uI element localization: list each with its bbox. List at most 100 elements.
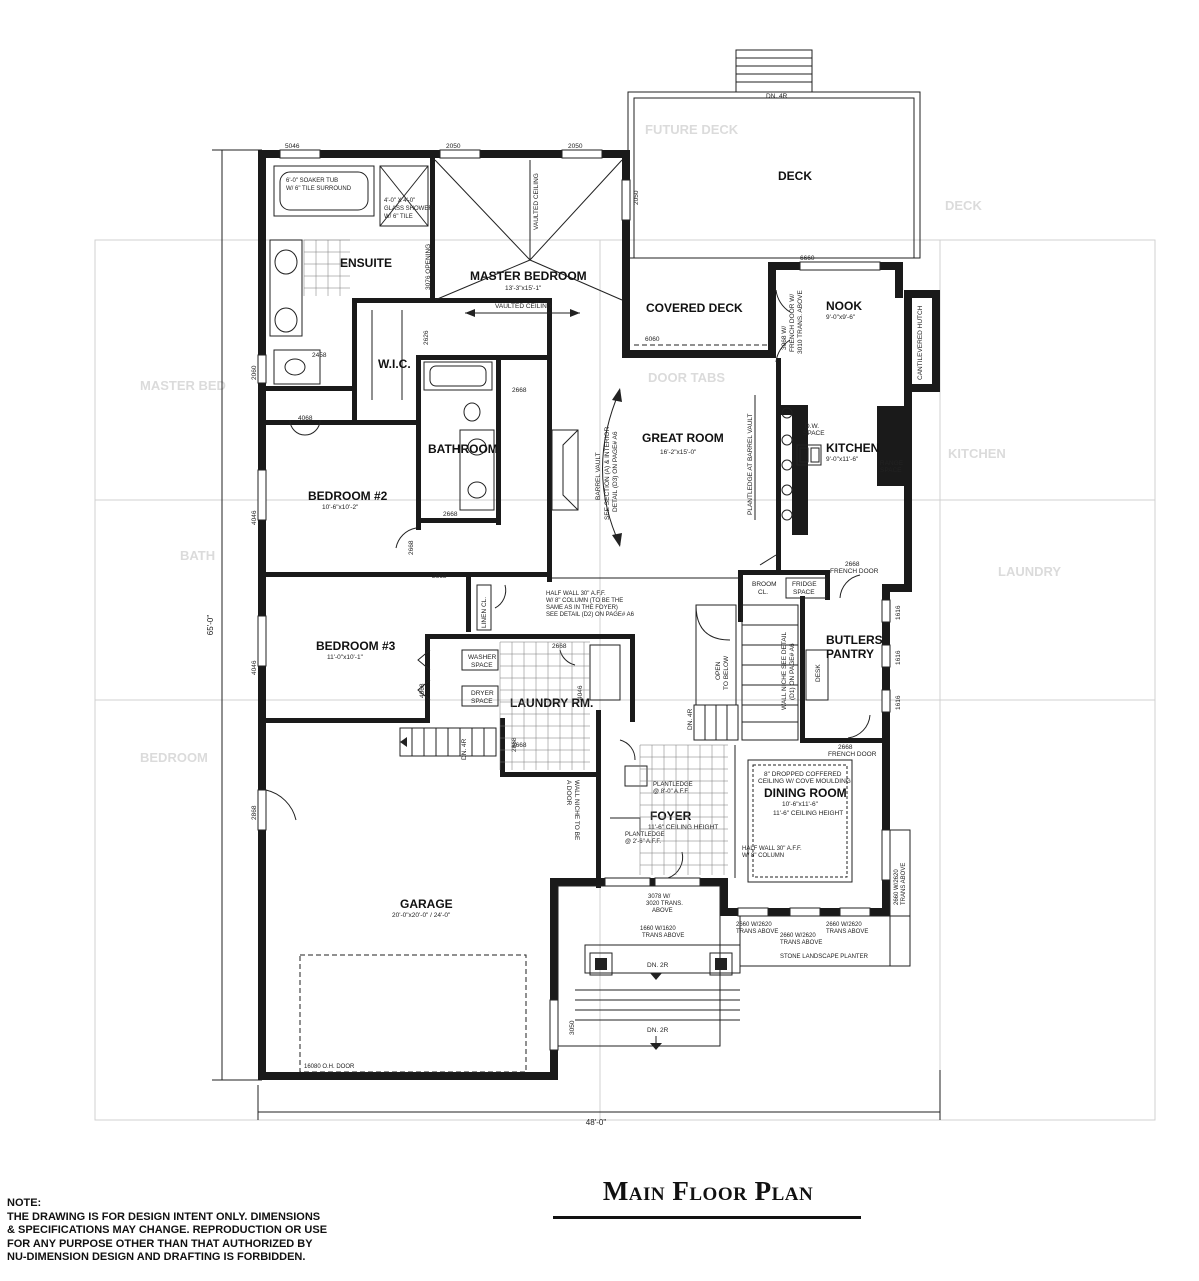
foyer-tile-grid — [639, 744, 728, 875]
window-2660-e: 2660 W/2620 — [826, 922, 862, 928]
title-underline — [553, 1216, 861, 1219]
ghost-laundry: LAUNDRY — [998, 564, 1061, 579]
laundry-label: LAUNDRY RM. — [510, 696, 593, 710]
washer-space-2: SPACE — [471, 662, 493, 669]
butlers-pantry: DESK BUTLERS PANTRY 1616 1616 1616 — [805, 574, 902, 739]
barrel-vault-2: SEE SECTION (A) & INTERIOR — [604, 427, 611, 520]
deck-area: DN. 4R DECK — [627, 49, 921, 259]
window-tag-4046b: 4046 — [251, 660, 258, 675]
plan-title: Main Floor Plan — [602, 1176, 814, 1206]
ghost-door-tabs: DOOR TABS — [648, 370, 725, 385]
range-space-2: SPACE — [880, 467, 902, 474]
half-wall-note-1: HALF WALL 30" A.F.F. — [546, 591, 606, 597]
dining-room: 8" DROPPED COFFERED CEILING W/ COVE MOUL… — [734, 744, 877, 883]
nook-label: NOOK — [826, 299, 862, 313]
dryer-space-2: SPACE — [471, 698, 493, 705]
ghost-future-deck: FUTURE DECK — [645, 122, 739, 137]
linen-closet: LINEN CL. — [481, 597, 488, 628]
plantledge-2b: @ 2'-6" A.F.F. — [625, 839, 661, 845]
master-bedroom-label: MASTER BEDROOM — [470, 269, 587, 283]
glass-shower-note-3: W/ 6" TILE — [384, 214, 413, 220]
interior-walls — [266, 158, 905, 888]
ghost-bedroom: BEDROOM — [140, 750, 208, 765]
cantilevered-hutch: CANTILEVERED HUTCH — [917, 305, 924, 380]
window-tag-2668f: 2668 — [512, 742, 527, 749]
half-wall-note-4: SEE DETAIL (D2) ON PAGE# A6 — [546, 612, 635, 618]
note-line-5: NU-DIMENSION DESIGN AND DRAFTING IS FORB… — [7, 1251, 306, 1263]
ghost-master-bed: MASTER BED — [140, 378, 226, 393]
porch-dn-b: DN. 2R — [647, 1027, 669, 1034]
porch-dn-a: DN. 2R — [647, 962, 669, 969]
ensuite-label: ENSUITE — [340, 256, 392, 270]
french-door-dining-1: 2668 — [838, 744, 853, 751]
plantledge-1: PLANTLEDGE — [653, 782, 693, 788]
disclaimer-note: NOTE: THE DRAWING IS FOR DESIGN INTENT O… — [7, 1197, 387, 1265]
plantledge-barrel: PLANTLEDGE AT BARREL VAULT — [747, 413, 754, 515]
window-tag-2868b: 2868 — [251, 805, 258, 820]
window-openings — [257, 149, 891, 1051]
dryer-space-1: DRYER — [471, 690, 494, 697]
half-wall-note-2: W/ 8" COLUMN (TO BE THE — [546, 598, 623, 604]
soaker-tub-note-1: 6'-0" SOAKER TUB — [286, 178, 338, 184]
fridge-space-2: SPACE — [793, 589, 815, 596]
window-tag-2060: 2060 — [251, 365, 258, 380]
front-porch: DN. 2R DN. 2R STONE LANDSCAPE PLANTER 16… — [512, 742, 911, 1050]
half-wall-note-3: SAME AS IN THE FOYER) — [546, 605, 618, 611]
nook-size: 9'-0"x9'-6" — [826, 314, 856, 321]
ghost-bath: BATH — [180, 548, 215, 563]
french-door-kitchen-2: FRENCH DOOR — [830, 568, 879, 575]
soaker-tub-note-2: W/ 6" TILE SURROUND — [286, 186, 352, 192]
window-tag-2868: 2868 — [511, 737, 518, 752]
window-tag-2626: 2626 — [423, 330, 430, 345]
dining-note-2: CEILING W/ COVE MOULDING — [758, 778, 851, 785]
window-2660-b: TRANS ABOVE — [736, 929, 778, 935]
window-tag-2050c: 2050 — [633, 190, 640, 205]
bathroom: BATHROOM 2668 2668 — [423, 361, 527, 518]
window-tag-2668b: 2668 — [443, 511, 458, 518]
window-tag-1616a: 1616 — [895, 605, 902, 620]
window-tag-2668c: 2668 — [408, 540, 415, 555]
foyer-ceiling: 11'-6" CEILING HEIGHT — [648, 824, 718, 831]
barrel-vault-1: BARREL VAULT — [595, 452, 602, 500]
wall-niche-2: (D1) ON PAGE# A6 — [789, 643, 796, 700]
garage-stair: DN. 4R — [399, 727, 497, 760]
glass-shower-note-2: GLASS SHOWER — [384, 206, 433, 212]
front-door-note-3: ABOVE — [652, 908, 673, 914]
note-line-4: FOR ANY PURPOSE OTHER THAN THAT AUTHORIZ… — [7, 1237, 313, 1250]
broom-cl-1: BROOM — [752, 581, 777, 588]
master-vaulted-ceiling: VAULTED CEILING — [495, 303, 552, 310]
window-2660-a: 2660 W/2620 — [736, 922, 772, 928]
overall-dimensions: 65'-0" 48'-0" — [206, 149, 941, 1127]
butlers-label: BUTLERS — [826, 633, 883, 647]
dining-room-size: 10'-6"x11'-6" — [782, 801, 819, 808]
plantledge-2: PLANTLEDGE — [625, 832, 665, 838]
window-tag-4046a: 4046 — [251, 510, 258, 525]
window-1660-a: 1660 W/1620 — [640, 926, 676, 932]
window-tag-2050b: 2050 — [568, 143, 583, 150]
window-tag-2050a: 2050 — [446, 143, 461, 150]
window-tag-1616c: 1616 — [895, 695, 902, 710]
window-2660-d: TRANS ABOVE — [780, 940, 822, 946]
great-room-label: GREAT ROOM — [642, 431, 724, 445]
main-staircase: OPEN TO BELOW WALL NICHE SEE DETAIL (D1)… — [687, 604, 799, 741]
french-door-dining-2: FRENCH DOOR — [828, 751, 877, 758]
open-to-below-2: TO BELOW — [723, 655, 730, 690]
desk-label: DESK — [815, 664, 822, 682]
window-tag-2668d: 2668 — [432, 573, 447, 580]
great-room-size: 16'-2"x15'-0" — [660, 449, 697, 456]
window-2660-f: TRANS ABOVE — [826, 929, 868, 935]
window-side-2: TRANS ABOVE — [901, 863, 907, 905]
vaulted-ceiling-vertical: VAULTED CEILING — [533, 173, 540, 230]
note-line-2: THE DRAWING IS FOR DESIGN INTENT ONLY. D… — [7, 1210, 321, 1223]
broom-cl-2: CL. — [758, 589, 768, 596]
bedrooms: BEDROOM #2 10'-6"x10'-2" 4046 2668 2668 … — [251, 419, 507, 701]
window-tag-6060: 6060 — [645, 336, 660, 343]
washer-space-1: WASHER — [468, 654, 497, 661]
window-tag-6660: 6660 — [800, 255, 815, 262]
wall-niche-laundry-2: A DOOR — [565, 780, 572, 806]
plantledge-1b: @ 8'-0" A.F.F. — [653, 789, 689, 795]
covered-deck-area: COVERED DECK 6060 — [628, 257, 768, 346]
garage-size: 20'-0"x20'-0" / 24'-0" — [392, 912, 451, 919]
nook-kitchen: NOOK 9'-0"x9'-6" 6660 3068 W/ FRENCH DOO… — [752, 255, 924, 599]
window-tag-2668e: 2668 — [552, 643, 567, 650]
